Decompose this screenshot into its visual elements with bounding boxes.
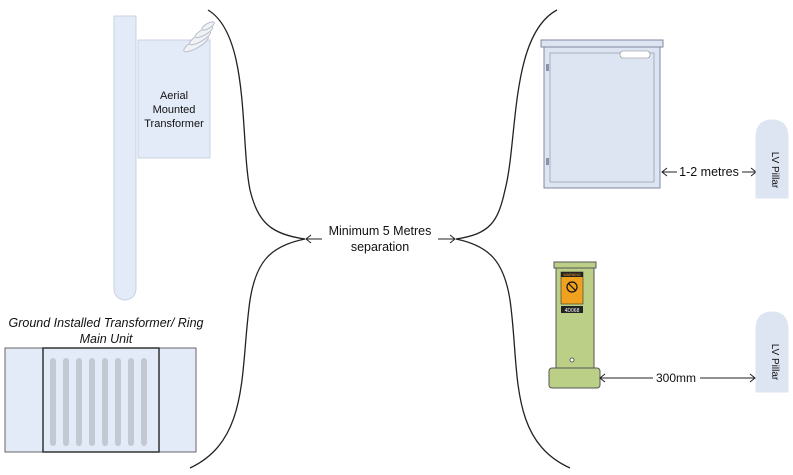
lv-kiosk [540, 39, 664, 189]
lv-pillar-bottom-label: LV Pillar [769, 344, 780, 381]
aerial-transformer-box [137, 39, 211, 159]
insulator-icon [183, 21, 215, 53]
pillar-number-plate [561, 306, 583, 313]
separation-arrow-left [305, 234, 322, 244]
kiosk-hinge-bottom [546, 158, 549, 165]
separation-arrow-right [438, 234, 456, 244]
pillar-number-text: 4D068 [565, 308, 580, 314]
ground-transformer-label: Ground Installed Transformer/ Ring Main … [8, 316, 204, 346]
separation-curve-right [455, 9, 571, 469]
green-service-pillar [548, 261, 601, 389]
kiosk-nameplate [619, 50, 651, 59]
kiosk-hinge-top [546, 64, 549, 71]
aerial-transformer-label: Aerial Mounted Transformer [144, 90, 204, 130]
pillar-spacing-label: 300mm [655, 371, 696, 385]
separation-curve-left [189, 9, 306, 469]
aerial-transformer-assembly [113, 15, 215, 301]
lv-pillar-top [755, 119, 789, 199]
separation-label: Minimum 5 Metres separation [328, 224, 432, 254]
power-pole [113, 15, 137, 301]
ground-transformer-unit [4, 347, 197, 453]
pillar-lock [569, 357, 575, 363]
lv-pillar-bottom [755, 311, 789, 393]
lv-pillar-top-label: LV Pillar [769, 152, 780, 189]
cooling-fins [50, 358, 147, 446]
pillar-spacing-arrow [599, 373, 756, 383]
warning-sign-text: WARNING [563, 273, 580, 277]
kiosk-spacing-label: 1-2 metres [679, 165, 739, 179]
